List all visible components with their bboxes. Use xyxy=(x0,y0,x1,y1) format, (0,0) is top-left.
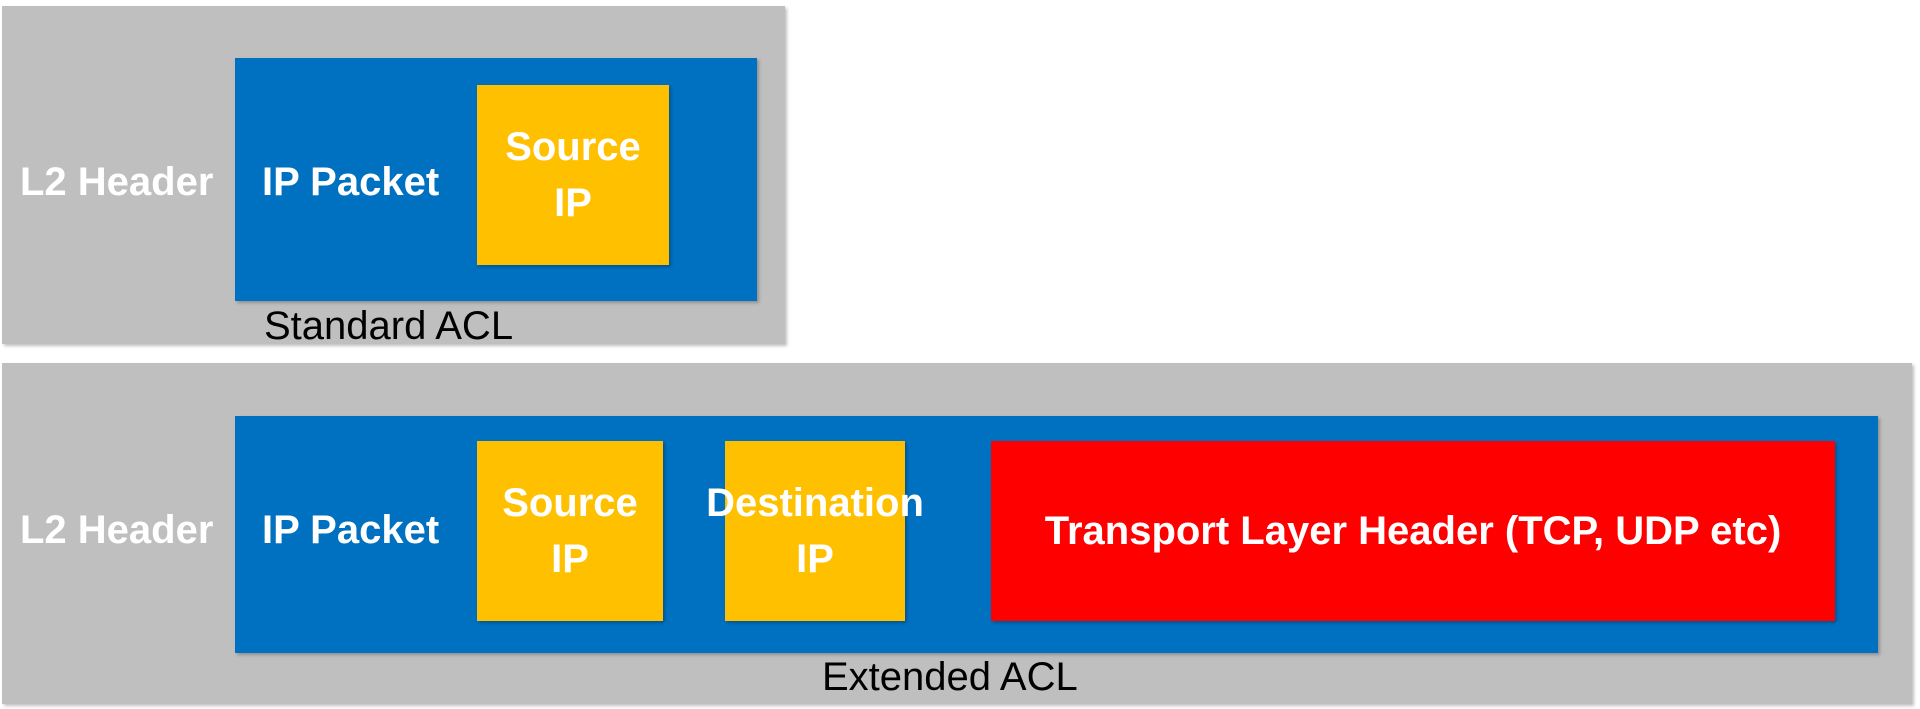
extended-transport-header-field: Transport Layer Header (TCP, UDP etc) xyxy=(991,441,1835,621)
extended-acl-caption: Extended ACL xyxy=(822,655,1078,699)
standard-acl-frame: L2 Header IP Packet Source IP Standard A… xyxy=(2,6,785,348)
standard-ip-packet-label: IP Packet xyxy=(262,160,440,204)
extended-destination-ip-line1: Destination xyxy=(706,481,924,525)
standard-source-ip-line1: Source xyxy=(505,125,641,169)
standard-acl-caption: Standard ACL xyxy=(264,304,514,348)
extended-destination-ip-line2: IP xyxy=(796,537,834,581)
extended-destination-ip-field: Destination IP xyxy=(706,441,924,621)
extended-source-ip-field: Source IP xyxy=(477,441,663,621)
standard-source-ip-field: Source IP xyxy=(477,85,669,265)
standard-ip-packet-box: IP Packet Source IP xyxy=(235,58,757,301)
extended-acl-frame: L2 Header IP Packet Source IP Destinatio… xyxy=(2,363,1912,704)
extended-ip-packet-box: IP Packet Source IP Destination IP Trans… xyxy=(235,416,1878,653)
extended-source-ip-line2: IP xyxy=(551,537,589,581)
standard-source-ip-line2: IP xyxy=(554,181,592,225)
extended-transport-header-label: Transport Layer Header (TCP, UDP etc) xyxy=(1044,509,1782,553)
extended-source-ip-line1: Source xyxy=(502,481,638,525)
extended-ip-packet-label: IP Packet xyxy=(262,508,440,552)
standard-l2-header-label: L2 Header xyxy=(20,160,214,204)
extended-l2-header-label: L2 Header xyxy=(20,508,214,552)
